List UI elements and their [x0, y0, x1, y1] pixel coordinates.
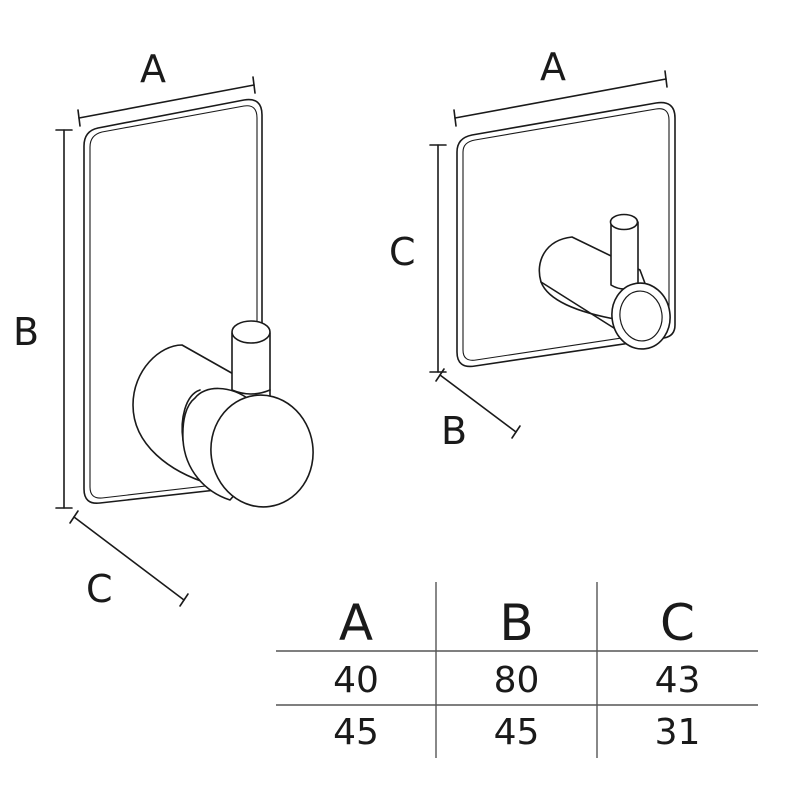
square-hook-height-dimension: [429, 144, 447, 373]
tall-hook-depth-label: C: [86, 567, 113, 611]
tall-hook-depth-dimension: [69, 510, 189, 607]
table-row-1-c: 43: [654, 660, 701, 701]
table-row-1-a: 40: [333, 660, 379, 701]
dimension-table-grid: [276, 582, 758, 758]
table-row-2-a: 45: [333, 712, 379, 753]
tall-hook: [55, 76, 314, 607]
table-header-c: C: [660, 594, 695, 652]
square-hook-width-label: A: [540, 45, 566, 89]
tall-hook-body: [132, 320, 314, 508]
square-hook: [429, 70, 676, 439]
table-row-1-b: 80: [493, 660, 540, 701]
square-hook-depth-label: B: [441, 409, 468, 453]
tall-hook-height-dimension: [55, 129, 73, 509]
table-row-2-c: 31: [654, 712, 701, 753]
table-row-2-b: 45: [493, 712, 540, 753]
dimension-table: A B C 40 80 43 45 45 31: [276, 582, 758, 758]
table-header-b: B: [499, 594, 534, 652]
square-hook-height-label: C: [389, 230, 416, 274]
tall-hook-width-label: A: [140, 47, 166, 91]
square-hook-body: [538, 213, 671, 350]
square-hook-width-dimension: [453, 70, 668, 127]
tall-hook-height-label: B: [13, 310, 40, 354]
table-header-a: A: [338, 594, 374, 652]
square-hook-depth-dimension: [435, 368, 521, 439]
tall-hook-width-dimension: [77, 76, 256, 127]
